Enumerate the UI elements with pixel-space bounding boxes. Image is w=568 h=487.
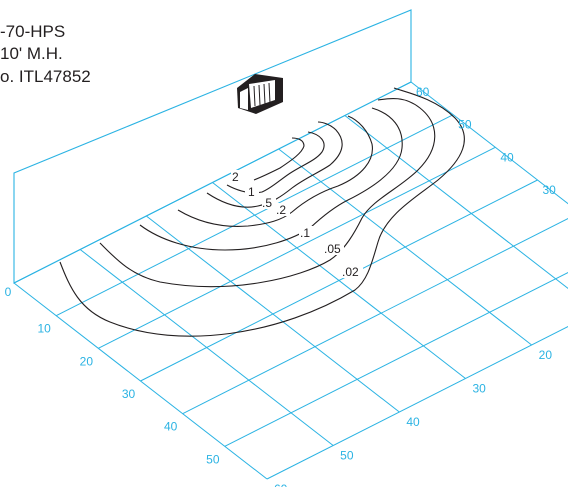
back-tick-40-2: 40 (500, 150, 514, 164)
grid-line-depth-5 (224, 272, 568, 447)
test-report-line: o. ITL47852 (0, 67, 91, 86)
isoline-label-0.1: .1 (300, 226, 310, 240)
contour-1 (226, 131, 325, 194)
back-wall-plane (13, 9, 412, 284)
contour-0.05 (99, 97, 436, 288)
grid-line-width-6 (410, 81, 568, 205)
left-tick-0: 0 (5, 285, 12, 299)
grid-line-width-3 (212, 182, 466, 379)
isoline-label-0.02: .02 (342, 265, 359, 279)
back-tick-60-0: 60 (416, 85, 430, 99)
contour-2 (253, 137, 305, 181)
front-tick-40: 40 (406, 415, 420, 429)
grid-line-depth-4 (182, 218, 568, 415)
fixture-catalog-line: -70-HPS (0, 22, 66, 41)
mounting-height-line: 10' M.H. (0, 44, 63, 63)
contour-0.2 (177, 115, 373, 227)
grid-line-depth-6 (266, 326, 568, 480)
floor-grid (13, 81, 568, 480)
left-tick-40: 40 (164, 420, 178, 434)
left-tick-50: 50 (206, 452, 220, 466)
luminaire-icon (237, 74, 283, 114)
left-tick-20: 20 (80, 354, 94, 368)
isoline-label-2: 2 (232, 170, 239, 184)
isoline-label-0.2: .2 (276, 203, 286, 217)
back-tick-50-1: 50 (458, 118, 472, 132)
front-tick-20: 20 (539, 348, 553, 362)
grid-line-width-5 (344, 115, 568, 290)
isoline-label-0.5: .5 (262, 196, 272, 210)
left-tick-60: 60 (248, 485, 262, 487)
grid-line-width-4 (278, 148, 532, 346)
isoline-label-1: 1 (248, 185, 255, 199)
back-tick-30-3: 30 (543, 183, 557, 197)
contour-0.1 (139, 107, 403, 251)
contour-labels: 2 1 .5 .2 .1 .05 .02 (231, 170, 363, 279)
front-tick-60: 60 (274, 482, 288, 487)
isoline-label-0.05: .05 (324, 242, 341, 256)
front-tick-30: 30 (473, 382, 487, 396)
front-tick-50: 50 (340, 449, 354, 463)
isofootcandle-contours (59, 87, 465, 337)
contour-0.02 (59, 87, 465, 337)
left-tick-10: 10 (37, 322, 51, 336)
axis-labels: 01020304050601020304050606050403020100 (5, 85, 557, 487)
left-tick-30: 30 (122, 387, 136, 401)
contour-0.5 (206, 121, 343, 208)
